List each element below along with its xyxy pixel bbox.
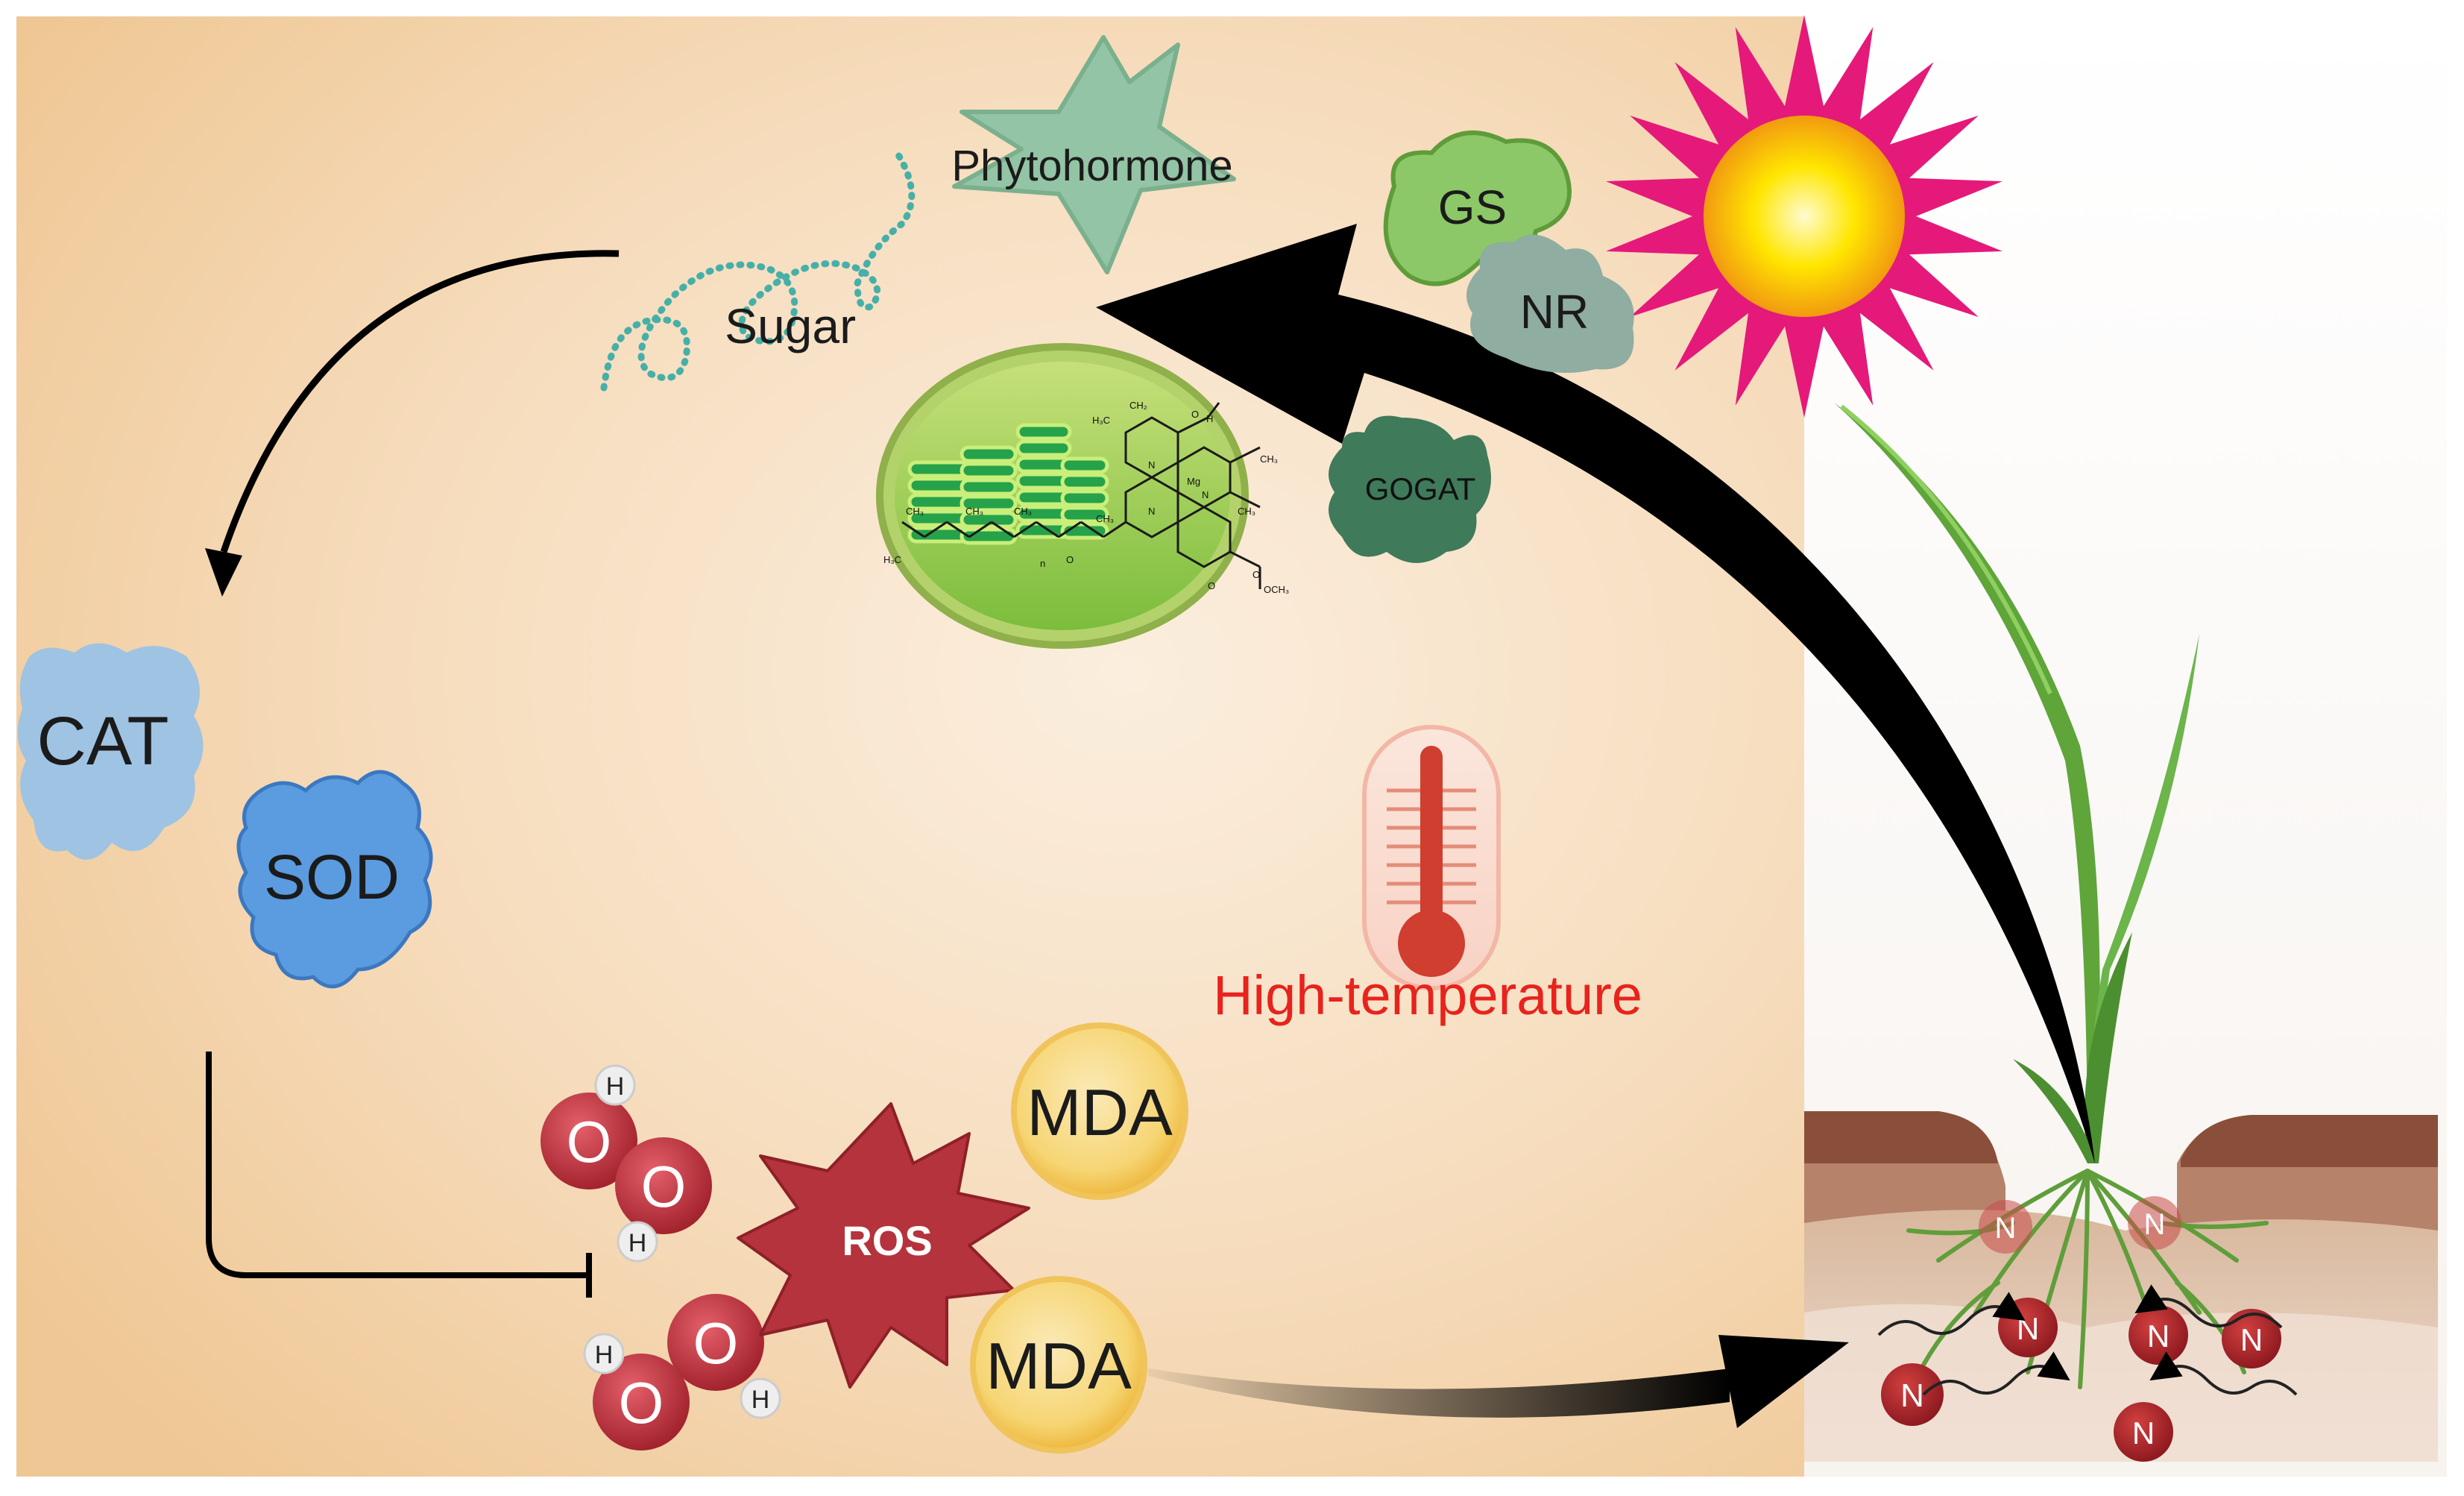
- svg-text:O: O: [567, 1109, 612, 1175]
- svg-text:H₃C: H₃C: [1092, 415, 1110, 426]
- nitrogen-atom: N: [1881, 1363, 1944, 1426]
- gogat-enzyme: GOGAT: [1329, 415, 1491, 563]
- gogat-label: GOGAT: [1365, 471, 1476, 506]
- svg-text:N: N: [2017, 1311, 2039, 1346]
- sugar-to-antioxidant-arrow: [220, 250, 620, 553]
- svg-text:H: H: [752, 1386, 770, 1414]
- nitrogen-atom: N: [2114, 1402, 2173, 1462]
- svg-text:OCH₃: OCH₃: [1264, 584, 1289, 595]
- svg-text:N: N: [1995, 1212, 2017, 1245]
- nitrogen-atom: N: [2222, 1309, 2281, 1368]
- mda-to-soil-arrow: [1148, 1368, 1730, 1418]
- svg-text:O: O: [641, 1154, 687, 1219]
- svg-text:H: H: [1206, 413, 1213, 424]
- svg-text:O: O: [1208, 580, 1215, 591]
- sod-label: SOD: [264, 842, 400, 912]
- cat-label: CAT: [37, 703, 168, 779]
- sugar-strand: [600, 145, 916, 392]
- svg-text:CH₃: CH₃: [1238, 506, 1255, 517]
- svg-text:CH₃: CH₃: [1014, 506, 1032, 517]
- svg-text:Mg: Mg: [1187, 476, 1200, 487]
- svg-text:N: N: [2147, 1319, 2170, 1354]
- svg-text:MDA: MDA: [986, 1329, 1132, 1403]
- nitrogen-atoms: N N N N N N N: [1881, 1196, 2281, 1462]
- nitrogen-atom: N: [1979, 1200, 2032, 1254]
- svg-text:N: N: [1148, 459, 1155, 471]
- hydrogen-peroxide-molecule: O O H H: [541, 1064, 712, 1263]
- svg-text:N: N: [1148, 506, 1155, 517]
- svg-text:CH₂: CH₂: [1129, 400, 1147, 411]
- root-to-shoot-signal-arrow: [1096, 224, 2095, 1163]
- sugar-to-antioxidant-arrowhead: [205, 548, 242, 597]
- svg-text:CH₃: CH₃: [906, 506, 924, 517]
- sugar-label: Sugar: [725, 298, 856, 353]
- nitrogen-atom: N: [2128, 1196, 2181, 1250]
- high-temperature-label: High-temperature: [1213, 964, 1642, 1026]
- cat-enzyme: CAT: [17, 643, 204, 860]
- svg-text:N: N: [2144, 1208, 2166, 1241]
- chlorophyll-structure: [901, 402, 1261, 589]
- svg-text:O: O: [1066, 554, 1074, 565]
- svg-text:O: O: [693, 1310, 739, 1376]
- phytohormone-star-icon: [952, 35, 1236, 274]
- plant-shoot: [1834, 403, 2199, 1163]
- svg-text:CH₃: CH₃: [1260, 453, 1278, 465]
- svg-text:N: N: [1900, 1377, 1924, 1414]
- svg-text:O: O: [619, 1370, 664, 1436]
- svg-text:N: N: [2240, 1322, 2263, 1357]
- svg-text:H: H: [595, 1341, 614, 1369]
- nitrogen-uptake-arrows: [1877, 1284, 2298, 1396]
- mda-molecule-top: MDA: [1011, 1022, 1188, 1200]
- svg-text:O: O: [1191, 409, 1199, 420]
- hydrogen-peroxide-molecule: O O H H: [583, 1294, 781, 1451]
- sun-icon: [1606, 15, 2003, 418]
- inhibition-line: [206, 1052, 589, 1278]
- nitrogen-atom: N: [2129, 1305, 2188, 1365]
- svg-text:N: N: [1202, 489, 1209, 500]
- svg-text:CH₃: CH₃: [1096, 513, 1114, 524]
- soil: [1804, 1111, 2438, 1462]
- mda-molecule-bottom: MDA: [970, 1276, 1147, 1453]
- mda-to-soil-arrowhead: [1718, 1335, 1849, 1428]
- thermometer-icon: [1362, 725, 1501, 990]
- svg-text:H: H: [606, 1072, 625, 1101]
- nr-enzyme: NR: [1466, 234, 1634, 373]
- gs-label: GS: [1438, 180, 1507, 234]
- svg-text:O: O: [1253, 569, 1260, 580]
- svg-text:CH₃: CH₃: [965, 506, 983, 517]
- svg-text:n: n: [1040, 558, 1045, 569]
- ros-burst-icon: ROS: [737, 1102, 1030, 1389]
- nitrogen-atom: N: [1998, 1298, 2058, 1357]
- svg-text:MDA: MDA: [1027, 1075, 1173, 1149]
- chloroplast: H₃C CH₂ O H CH₃ N Mg N N CH₃ O OCH₃ O O …: [876, 343, 1289, 649]
- svg-text:H: H: [628, 1229, 647, 1257]
- svg-text:N: N: [2132, 1415, 2155, 1451]
- svg-text:H₃C: H₃C: [883, 554, 901, 565]
- sod-enzyme: SOD: [236, 770, 433, 989]
- ros-label: ROS: [842, 1217, 932, 1264]
- nr-label: NR: [1520, 285, 1589, 339]
- phytohormone-label: Phytohormone: [951, 142, 1232, 190]
